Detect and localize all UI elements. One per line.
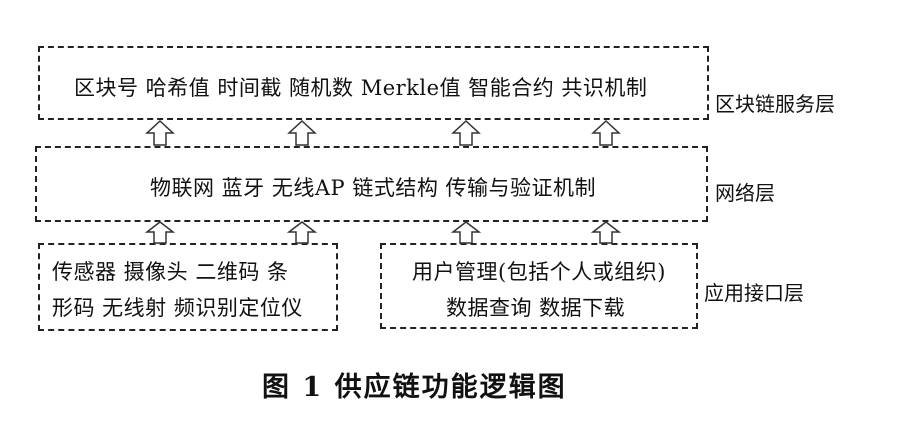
- interface-right-line1: 用户管理(包括个人或组织): [412, 260, 666, 284]
- interface-right-line2: 数据查询 数据下载: [446, 296, 626, 320]
- up-arrow-icon: [144, 221, 176, 244]
- up-arrow-icon: [145, 119, 175, 146]
- network-layer-box: [35, 146, 708, 222]
- service-layer-items: 区块号 哈希值 时间截 随机数 Merkle值 智能合约 共识机制: [74, 76, 648, 100]
- up-arrow-icon: [451, 119, 481, 146]
- network-layer-label: 网络层: [715, 181, 775, 205]
- up-arrow-icon: [287, 119, 317, 146]
- interface-left-line1: 传感器 摄像头 二维码 条: [52, 260, 289, 284]
- interface-left-box: [38, 243, 338, 331]
- up-arrow-icon: [590, 221, 622, 244]
- interface-right-box: [380, 243, 698, 329]
- interface-left-line2: 形码 无线射 频识别定位仪: [52, 296, 303, 320]
- up-arrow-icon: [591, 119, 621, 146]
- interface-layer-label: 应用接口层: [704, 281, 804, 305]
- up-arrow-icon: [286, 221, 318, 244]
- service-layer-box: [38, 46, 709, 120]
- figure-caption: 图 1 供应链功能逻辑图: [262, 372, 567, 403]
- network-layer-items: 物联网 蓝牙 无线AP 链式结构 传输与验证机制: [150, 176, 596, 200]
- up-arrow-icon: [450, 221, 482, 244]
- service-layer-label: 区块链服务层: [715, 92, 835, 116]
